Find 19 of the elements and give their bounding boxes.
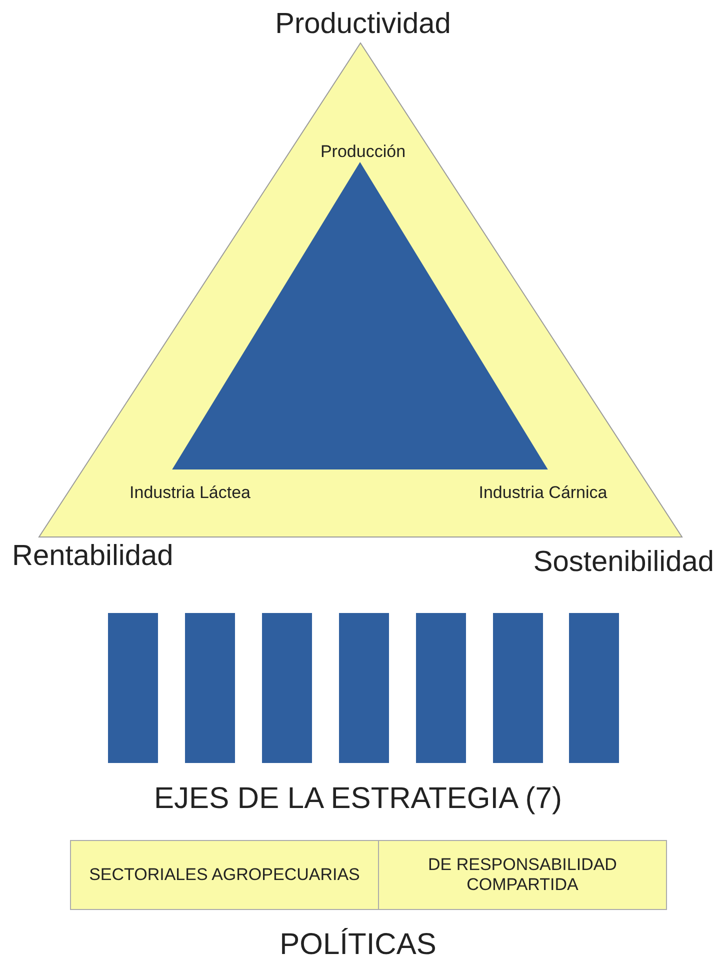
section-title: EJES DE LA ESTRATEGIA (7) bbox=[154, 784, 562, 814]
inner-triangle bbox=[172, 162, 548, 470]
vertex-label: Sostenibilidad bbox=[533, 548, 714, 577]
vertex-label: Productividad bbox=[275, 10, 451, 39]
vertex-label: Industria Láctea bbox=[130, 484, 250, 501]
vertex-label: Industria Cárnica bbox=[478, 484, 608, 501]
strategy-bar bbox=[339, 613, 389, 763]
strategy-bar bbox=[416, 613, 466, 763]
vertex-label: Rentabilidad bbox=[12, 542, 174, 571]
strategy-bar bbox=[569, 613, 619, 763]
policy-cell: DE RESPONSABILIDAD COMPARTIDA bbox=[378, 840, 667, 910]
section-title: POLÍTICAS bbox=[280, 930, 436, 960]
strategy-bar bbox=[493, 613, 543, 763]
vertex-label: Producción bbox=[320, 143, 406, 160]
strategy-bar bbox=[185, 613, 235, 763]
policy-cell: SECTORIALES AGROPECUARIAS bbox=[70, 840, 379, 910]
strategy-bar bbox=[262, 613, 312, 763]
outer-triangle bbox=[38, 42, 683, 538]
strategy-bar bbox=[108, 613, 158, 763]
